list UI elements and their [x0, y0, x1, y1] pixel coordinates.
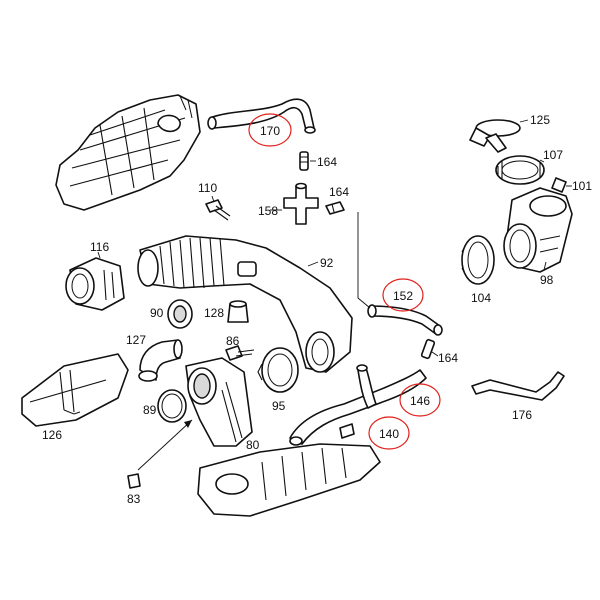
highlight-ring-146 — [399, 383, 441, 417]
part-80-throttle-body — [185, 357, 253, 447]
highlight-ring-170 — [248, 113, 292, 147]
callout-152: 152 — [382, 278, 424, 312]
part-104-ring — [461, 235, 495, 285]
part-126-cover — [21, 353, 129, 427]
part-95-clamp — [257, 347, 299, 393]
callout-146: 146 — [399, 383, 441, 417]
part-107-ring — [495, 155, 545, 185]
callout-label: 170 — [260, 124, 280, 138]
callout-107: 107 — [543, 148, 563, 162]
callout-164c: 164 — [438, 351, 458, 365]
callout-92: 92 — [320, 256, 334, 270]
callout-116: 116 — [90, 240, 109, 254]
part-128-cap — [227, 300, 249, 323]
part-90-grommet — [167, 299, 193, 329]
callout-98: 98 — [540, 273, 554, 287]
part-164-valve-top — [299, 151, 316, 171]
callout-125: 125 — [530, 113, 550, 127]
part-152-hose — [357, 212, 443, 336]
callout-158: 158 — [258, 204, 278, 218]
callout-95: 95 — [272, 399, 286, 413]
callout-104: 104 — [471, 291, 491, 305]
callout-89: 89 — [143, 403, 157, 417]
callout-90: 90 — [150, 306, 164, 320]
callout-126: 126 — [42, 428, 62, 442]
part-110-bolt — [205, 195, 231, 221]
part-101-clip — [551, 177, 572, 193]
part-176-pipe — [471, 371, 565, 401]
engine-cover-upper — [55, 94, 201, 211]
callout-164b: 164 — [329, 185, 349, 199]
callout-83: 83 — [127, 492, 141, 506]
part-164-connector-lower — [420, 338, 439, 360]
part-125-clamp — [469, 119, 529, 153]
part-146-140-hose — [289, 364, 427, 446]
part-83-bolt — [127, 473, 141, 489]
part-116-sensor — [65, 251, 125, 311]
callout-80: 80 — [246, 438, 260, 452]
engine-block-lower — [197, 443, 381, 517]
arrow-83 — [137, 419, 193, 471]
part-158-t-fitting — [270, 182, 319, 225]
callout-176: 176 — [512, 408, 532, 422]
callout-128: 128 — [204, 306, 224, 320]
callout-label: 146 — [410, 394, 430, 408]
callout-label: 152 — [393, 289, 413, 303]
callout-140: 140 — [368, 416, 410, 450]
highlight-ring-140 — [368, 416, 410, 450]
part-127-elbow — [138, 339, 183, 382]
part-89-gasket — [157, 389, 187, 423]
part-164-connector-mid — [325, 201, 345, 215]
highlight-ring-152 — [382, 278, 424, 312]
callout-127: 127 — [126, 333, 146, 347]
part-86-bolt — [225, 345, 255, 361]
callout-label: 140 — [379, 427, 399, 441]
callout-110: 110 — [198, 181, 217, 195]
part-98-housing — [503, 187, 573, 273]
callout-101: 101 — [572, 179, 592, 193]
callout-170: 170 — [248, 113, 292, 147]
part-92-intake-duct — [137, 235, 353, 373]
callout-86: 86 — [226, 334, 240, 348]
callout-164a: 164 — [317, 155, 337, 169]
